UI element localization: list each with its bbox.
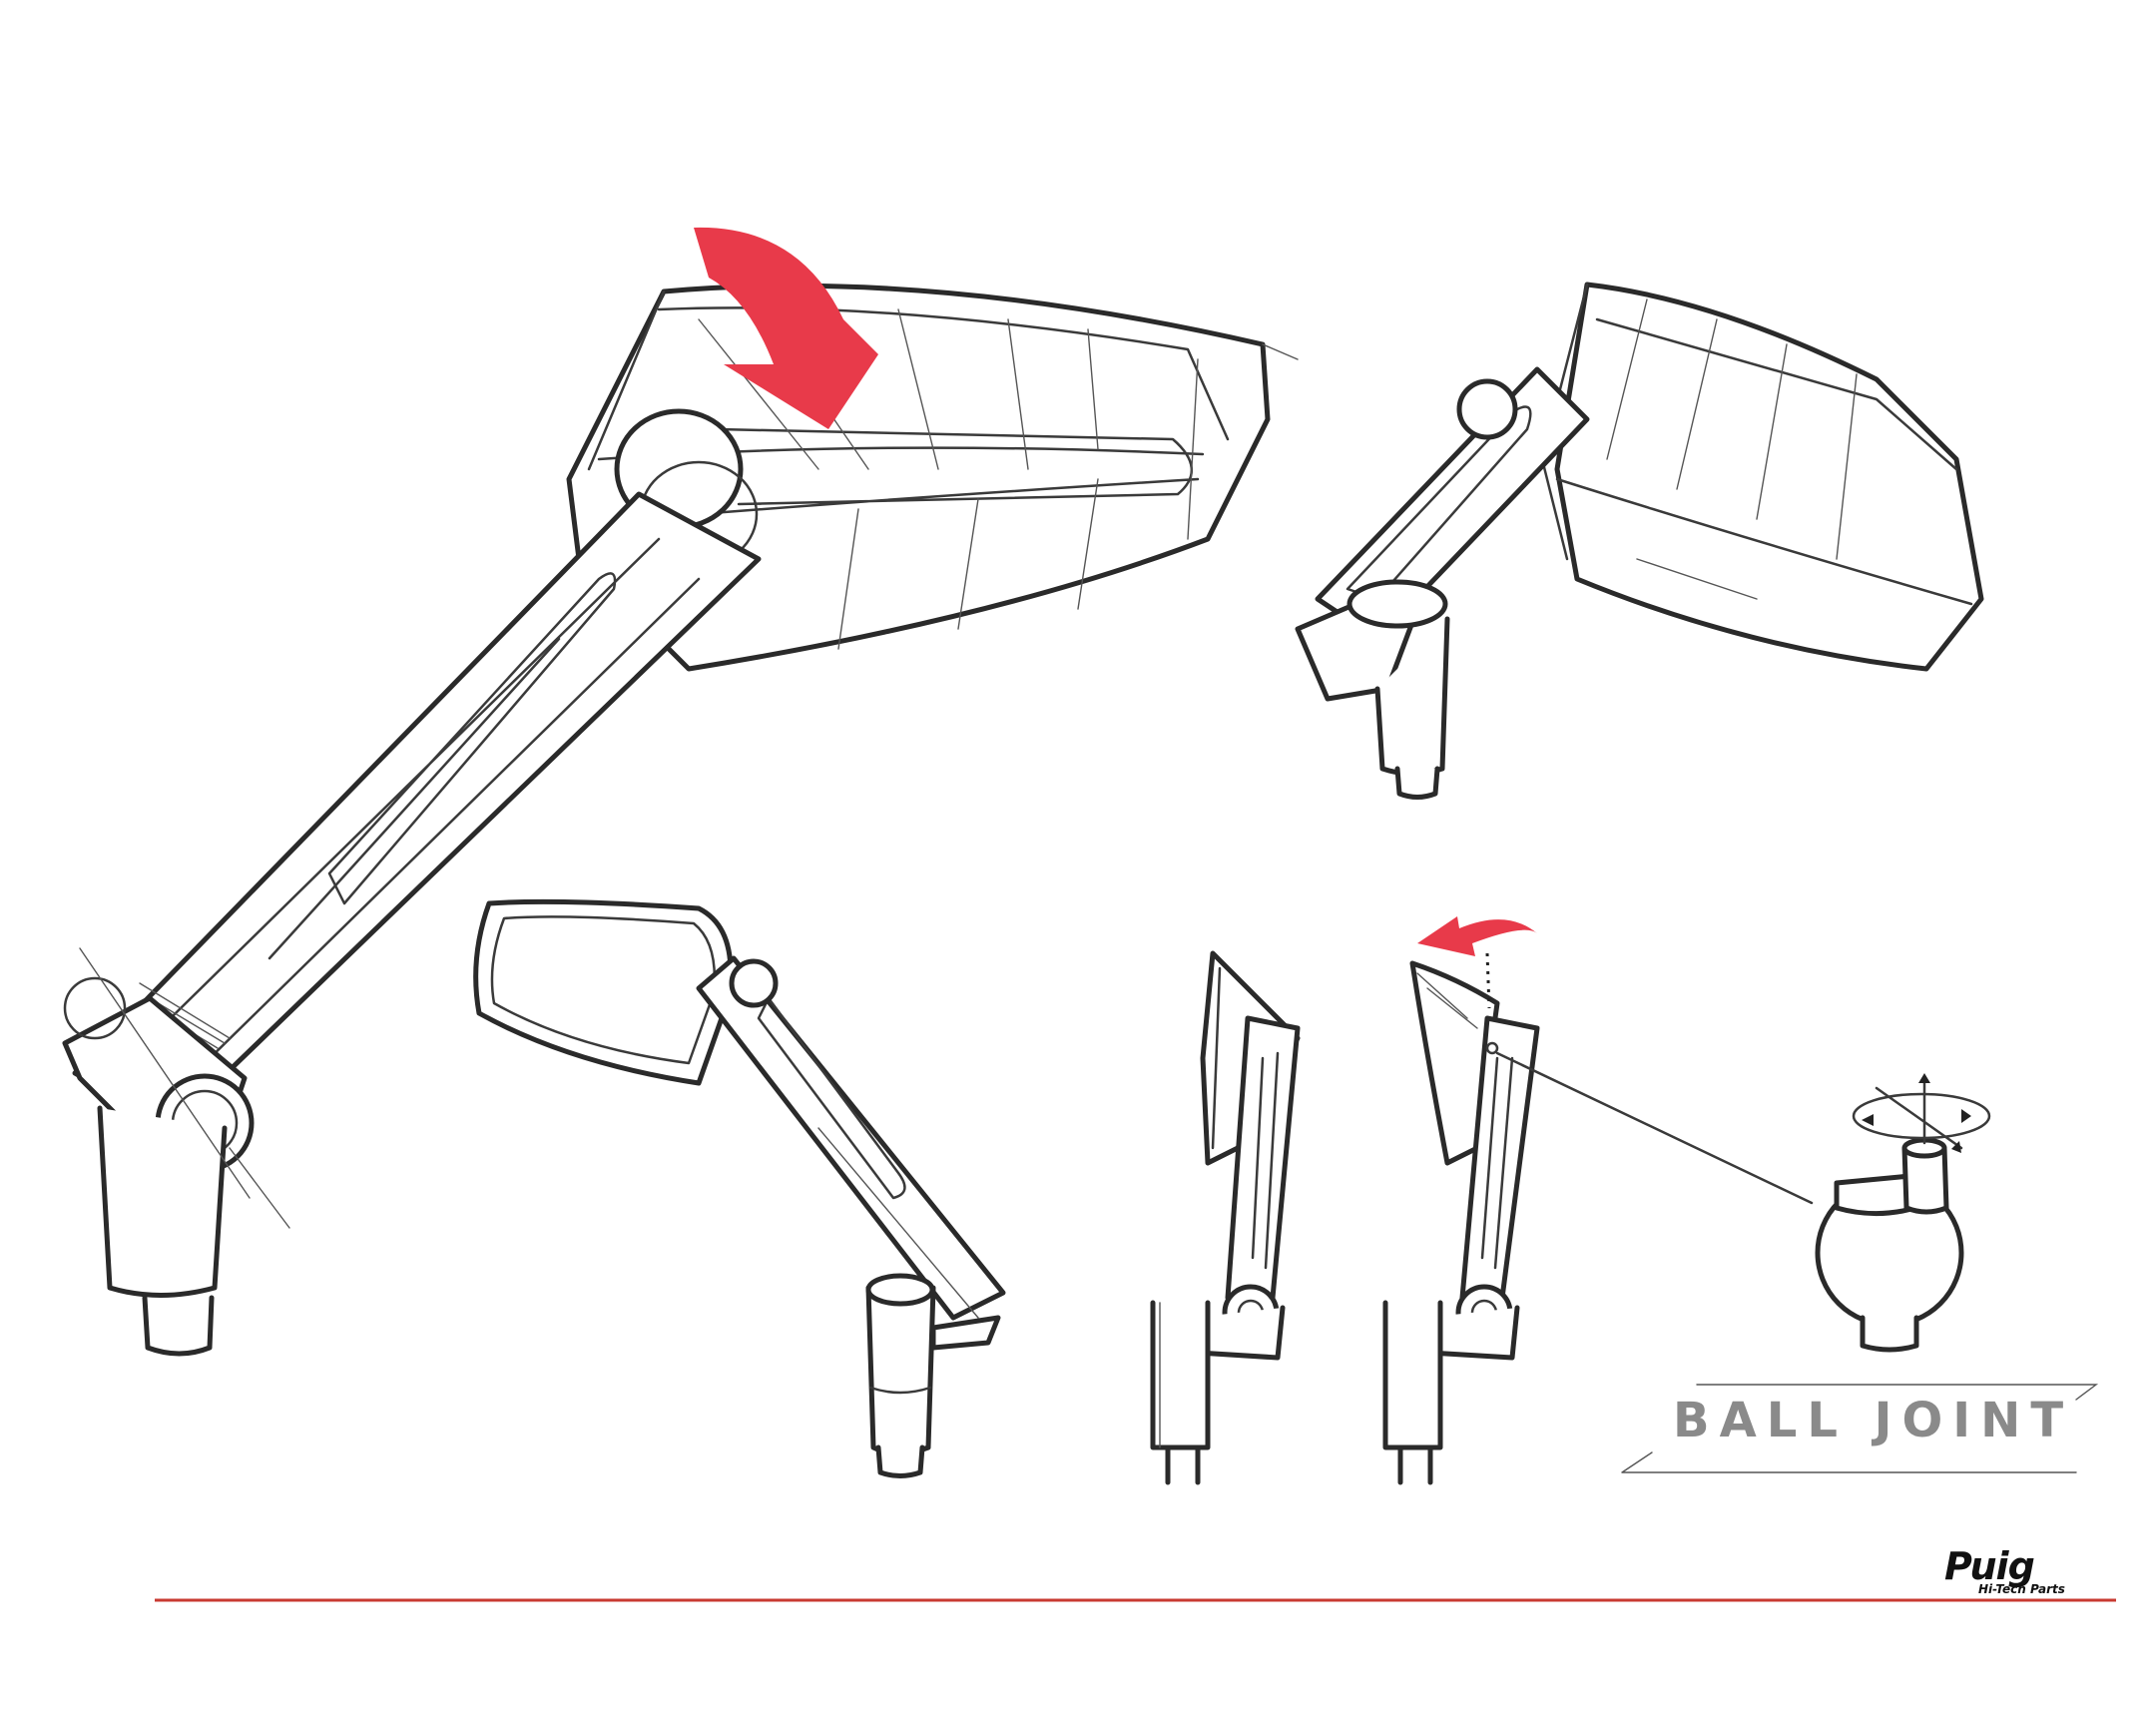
rear-mirror-sketch <box>1295 282 1984 800</box>
front-mirror-sketch <box>473 898 1006 1478</box>
ball-joint-detail <box>1815 1073 1991 1353</box>
tilt-arrow-icon <box>1417 916 1537 956</box>
puig-logo: Puig Hi-Tech Parts <box>1936 1542 2146 1602</box>
side-mirror-sketch-1 <box>1150 950 1301 1485</box>
side-mirror-sketch-2 <box>1382 952 1814 1485</box>
logo-name: Puig <box>1944 1544 2035 1588</box>
label-frame <box>1621 1384 2099 1473</box>
logo-tagline: Hi-Tech Parts <box>1978 1582 2065 1596</box>
fold-arrow-icon <box>694 227 878 429</box>
large-mirror-sketch <box>62 283 1299 1357</box>
ball-joint-label: BALL JOINT <box>1637 1383 2106 1472</box>
ball-joint-label-text: BALL JOINT <box>1673 1393 2074 1448</box>
